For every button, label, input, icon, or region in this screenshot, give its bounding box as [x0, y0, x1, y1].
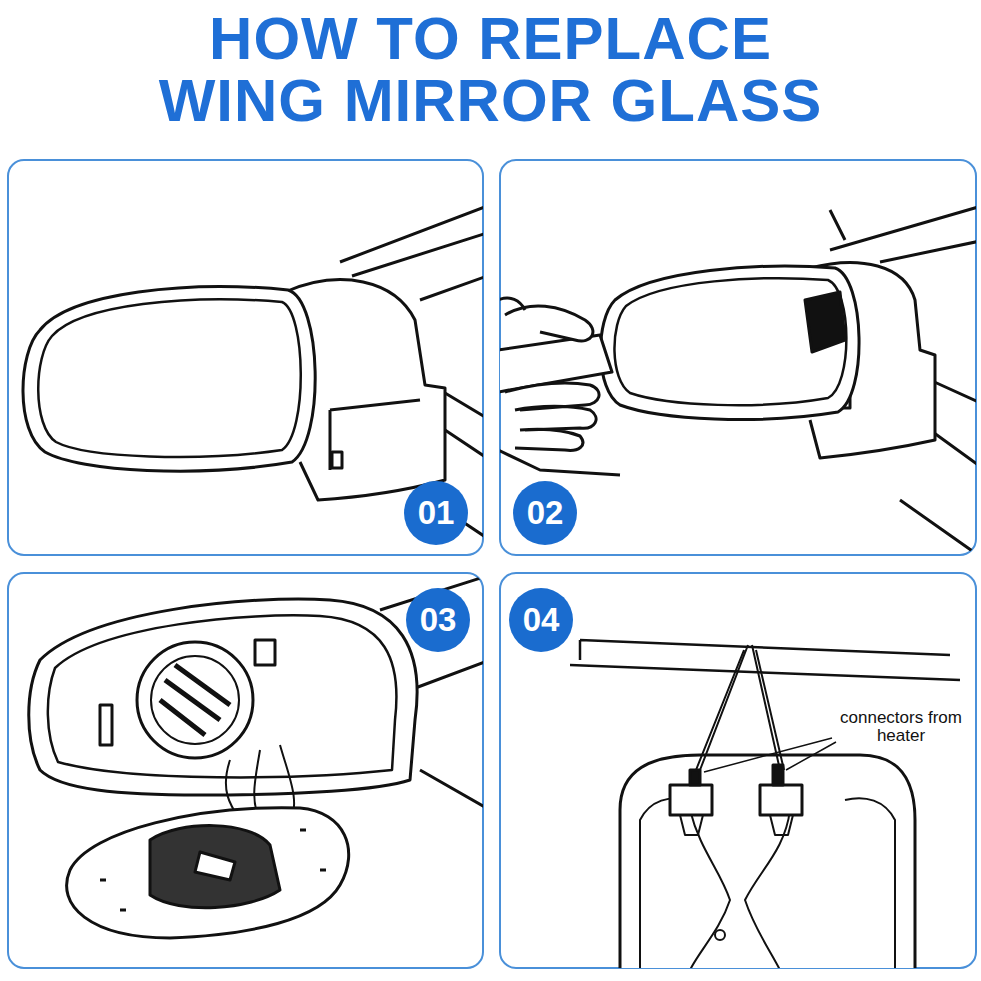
connector-plug [670, 785, 802, 815]
thumb [505, 306, 593, 341]
badge-circle [406, 588, 470, 652]
callout-label: connectors from heater [828, 709, 974, 745]
housing-edge [330, 400, 420, 470]
callout-badge: 04 [509, 588, 573, 652]
glass-carrier-edge [640, 798, 895, 968]
glass-carrier [150, 826, 280, 908]
mirror-illustration [23, 205, 483, 540]
connector-base [680, 815, 793, 835]
motor-detail [160, 665, 230, 735]
mirror-glass-frame [601, 266, 859, 419]
housing-rim [48, 615, 397, 777]
mirror-glass-back [67, 808, 349, 938]
step-number: 04 [509, 588, 573, 652]
badge-circle [509, 588, 573, 652]
page-title: HOW TO REPLACE WING MIRROR GLASS [151, 8, 831, 132]
pry-tool [805, 292, 845, 352]
mirror-glass [38, 299, 301, 457]
mirror-glass [614, 278, 846, 405]
step-number: 01 [404, 481, 468, 545]
mirror-housing [29, 599, 417, 795]
carrier-hub [195, 852, 235, 880]
step-number: 02 [513, 481, 577, 545]
connector-terminal [690, 765, 783, 785]
badge-circle [404, 481, 468, 545]
car-body-line [830, 205, 976, 262]
panel-frame [8, 160, 483, 555]
mirror-glass-back [620, 755, 915, 968]
open-housing-illustration [29, 575, 483, 938]
adjuster-ring [151, 656, 239, 744]
prying-illustration [500, 205, 976, 555]
carrier-hole [715, 930, 725, 940]
badge-circle [513, 481, 577, 545]
housing-clip [332, 452, 342, 468]
heater-wire [696, 645, 784, 770]
glass-tab [100, 830, 326, 910]
housing-clip [100, 640, 275, 745]
title-block: HOW TO REPLACE WING MIRROR GLASS [0, 8, 981, 132]
fingers [505, 383, 599, 450]
callout-badge: 03 [406, 588, 470, 652]
housing-edge [570, 640, 960, 680]
step-number: 03 [406, 588, 470, 652]
hand-outline [500, 298, 620, 475]
mirror-glass-frame [23, 287, 315, 472]
leader-line [704, 738, 836, 772]
callout-badge: 02 [513, 481, 577, 545]
connector-illustration [570, 640, 960, 968]
panel-frame [8, 573, 483, 968]
adjuster-motor [137, 642, 253, 758]
callout-badge: 01 [404, 481, 468, 545]
